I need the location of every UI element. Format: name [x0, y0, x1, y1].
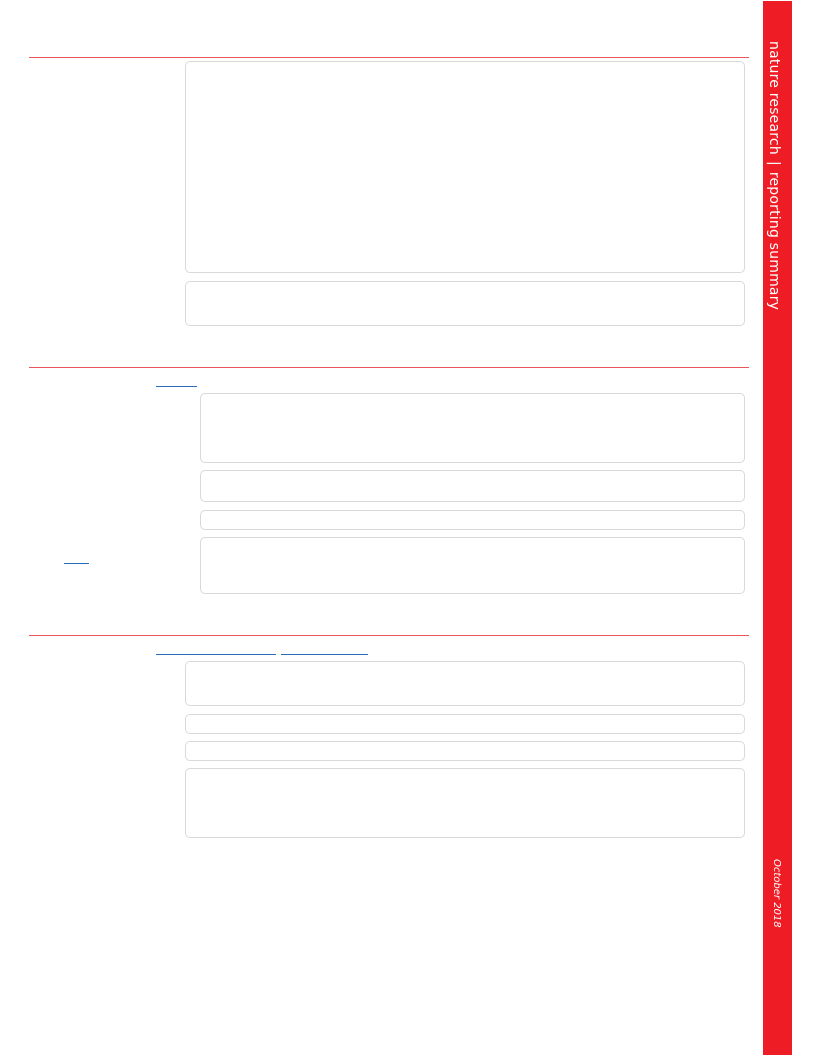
section-divider-3 [29, 635, 749, 636]
text-field-4[interactable] [200, 470, 745, 502]
section-divider-1 [29, 57, 749, 58]
text-field-1[interactable] [185, 61, 745, 273]
text-field-6[interactable] [200, 537, 745, 594]
section-2-link[interactable] [156, 386, 197, 387]
journal-sidebar: nature research | reporting summary Octobe… [763, 1, 792, 1055]
section-3-link-b[interactable] [281, 654, 368, 655]
sidebar-title: nature research | reporting summary [766, 41, 782, 310]
text-field-8[interactable] [185, 714, 745, 734]
text-field-10[interactable] [185, 768, 745, 838]
text-field-7[interactable] [185, 661, 745, 706]
section-3-link-a[interactable] [156, 654, 276, 655]
brand-separator: | [766, 160, 782, 166]
section-divider-2 [29, 367, 749, 368]
text-field-9[interactable] [185, 741, 745, 761]
text-field-3[interactable] [200, 393, 745, 463]
brand-name: nature research [766, 41, 782, 155]
edition-date: October 2018 [771, 859, 782, 928]
text-field-2[interactable] [185, 281, 745, 326]
side-link[interactable] [64, 563, 89, 564]
document-type: reporting summary [766, 171, 782, 311]
text-field-5[interactable] [200, 510, 745, 530]
